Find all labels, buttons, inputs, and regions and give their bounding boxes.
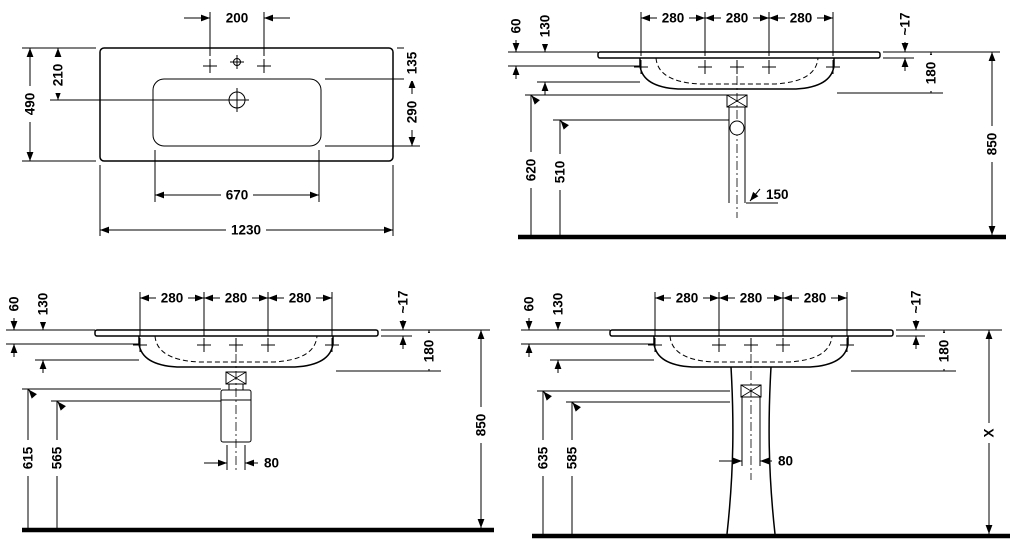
dim-670: 670	[154, 150, 320, 203]
dim-565: 565	[49, 400, 221, 528]
dim-60-130: 60 130	[508, 8, 640, 95]
dim-label: 130	[551, 293, 566, 316]
bowl-hidden-line	[655, 57, 819, 85]
dim-17: ~17	[883, 6, 914, 71]
dim-1230: 1230	[99, 165, 394, 238]
dim-280-row: 280 280 280	[139, 290, 333, 336]
tap-hole-cross-icons	[648, 338, 854, 352]
dim-label: 280	[676, 291, 699, 306]
dim-label: 280	[161, 291, 184, 306]
dim-label: 850	[474, 414, 489, 437]
bowl-hidden-line	[669, 335, 833, 363]
plan-view: 200 490 210 135 290 670 1230	[22, 11, 420, 238]
drain-pipe	[741, 397, 761, 466]
drain-fitting	[740, 384, 762, 398]
dim-180: 180	[336, 330, 441, 372]
tap-hole-cross-icons	[203, 55, 271, 73]
front-view-wall-drain: 280 280 280 ~17 180 60 130 620 510	[508, 6, 1006, 240]
dim-X: X	[896, 329, 1002, 534]
faucet-hole-icon	[225, 88, 249, 112]
dim-label: 565	[50, 446, 65, 469]
dim-label: 150	[766, 187, 789, 202]
dim-label: 80	[778, 454, 793, 469]
dim-label: 60	[509, 18, 524, 33]
countertop-edge	[609, 329, 894, 337]
dim-label: 280	[790, 11, 813, 26]
dim-label: ~17	[909, 291, 924, 314]
dim-850: 850	[883, 51, 1000, 235]
dim-label: 210	[51, 64, 66, 87]
dim-label: 280	[662, 11, 685, 26]
dim-180: 180	[851, 330, 956, 372]
countertop-edge	[94, 329, 379, 337]
dim-150: 150	[746, 187, 789, 204]
dim-label: 615	[21, 446, 36, 469]
dim-label: ~17	[898, 13, 913, 36]
dim-label: 280	[740, 291, 763, 306]
dim-label: 135	[405, 51, 420, 74]
dim-label: 290	[405, 101, 420, 124]
dim-490: 490	[22, 47, 96, 162]
dim-label: 585	[565, 446, 580, 469]
dim-label: 80	[264, 456, 279, 471]
dim-label: 60	[7, 296, 22, 311]
trap-inlet	[228, 384, 244, 390]
front-view-bottle-trap: 280 280 280 ~17 180 60 130 615 565	[6, 284, 494, 533]
dim-label: 130	[538, 15, 553, 38]
dim-280-row: 280 280 280	[640, 10, 834, 56]
dim-label: 200	[226, 11, 249, 26]
dim-label: 670	[226, 188, 249, 203]
dim-635: 635	[535, 390, 730, 534]
countertop-edge	[597, 51, 881, 59]
dim-210: 210	[50, 48, 225, 101]
dim-label: 490	[23, 93, 38, 116]
dim-17: ~17	[896, 284, 925, 349]
dim-label: 180	[422, 340, 437, 363]
drain-pipe	[728, 107, 746, 203]
dim-label: 60	[522, 296, 537, 311]
dim-17: ~17	[381, 284, 412, 349]
dim-label: 180	[924, 62, 939, 85]
drain-fitting	[225, 371, 247, 385]
dim-80: 80	[719, 454, 793, 469]
tap-hole-cross-icons	[634, 60, 840, 74]
dim-135-290: 135 290	[325, 45, 420, 147]
bowl-hidden-line	[154, 335, 318, 363]
dim-label: 280	[726, 11, 749, 26]
dim-200: 200	[184, 11, 290, 56]
tap-hole-circle-icon	[233, 58, 241, 66]
dim-850: 850	[381, 329, 490, 528]
dim-510: 510	[552, 119, 729, 235]
dim-280-row: 280 280 280	[654, 290, 848, 336]
bowl-outline	[152, 78, 322, 147]
basin-outline	[99, 47, 394, 162]
dim-60-130: 60 130	[521, 286, 654, 373]
pedestal-left-edge	[726, 366, 734, 535]
wall-outlet-circle	[729, 120, 745, 136]
tap-hole-cross-icons	[133, 338, 339, 352]
front-view-pedestal: 280 280 280 ~17 180 60 130 635 585	[521, 284, 1010, 539]
dim-180: 180	[837, 52, 943, 94]
dim-60-130: 60 130	[6, 286, 139, 373]
dim-label: X	[982, 428, 997, 437]
dim-585: 585	[564, 401, 730, 534]
dim-label: 620	[524, 159, 539, 182]
dim-label: 130	[36, 293, 51, 316]
dim-80: 80	[204, 445, 279, 471]
dim-label: 510	[553, 161, 568, 184]
dim-label: 280	[804, 291, 827, 306]
pedestal-right-edge	[768, 366, 776, 535]
dim-label: ~17	[396, 291, 411, 314]
dim-label: 1230	[231, 223, 261, 238]
dim-label: 180	[937, 340, 952, 363]
dim-620: 620	[523, 94, 729, 235]
dim-label: 850	[985, 133, 1000, 156]
dim-label: 280	[289, 291, 312, 306]
dim-label: 635	[536, 446, 551, 469]
dim-615: 615	[20, 388, 221, 528]
bottle-trap-body	[220, 389, 252, 443]
dim-label: 280	[225, 291, 248, 306]
drain-fitting	[726, 94, 748, 108]
